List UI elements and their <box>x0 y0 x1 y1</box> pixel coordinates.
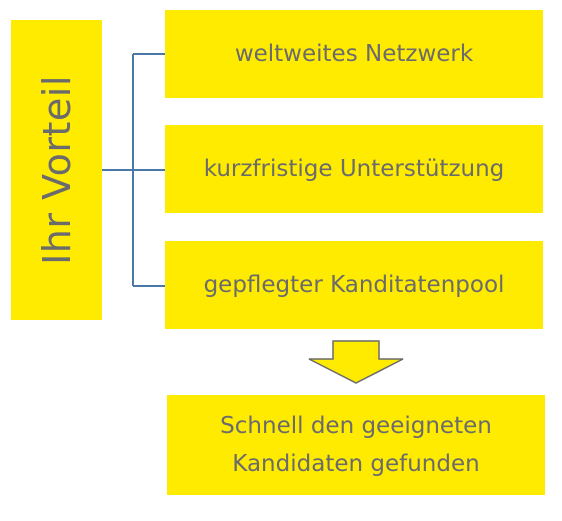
down-arrow-icon <box>308 340 404 384</box>
advantage-item-label: gepflegter Kanditatenpool <box>203 272 505 298</box>
result-line-1: Schnell den geeigneten <box>220 413 492 439</box>
result-box: Schnell den geeigneten Kandidaten gefund… <box>167 395 545 495</box>
bracket-connector <box>102 53 165 287</box>
advantage-item-support: kurzfristige Unterstützung <box>165 125 543 213</box>
advantage-item-label: weltweites Netzwerk <box>234 41 474 67</box>
advantage-item-pool: gepflegter Kanditatenpool <box>165 241 543 329</box>
advantage-item-label: kurzfristige Unterstützung <box>203 156 505 182</box>
advantage-item-network: weltweites Netzwerk <box>165 10 543 98</box>
result-line-2: Kandidaten gefunden <box>232 451 480 477</box>
side-label-box: Ihr Vorteil <box>11 20 102 320</box>
